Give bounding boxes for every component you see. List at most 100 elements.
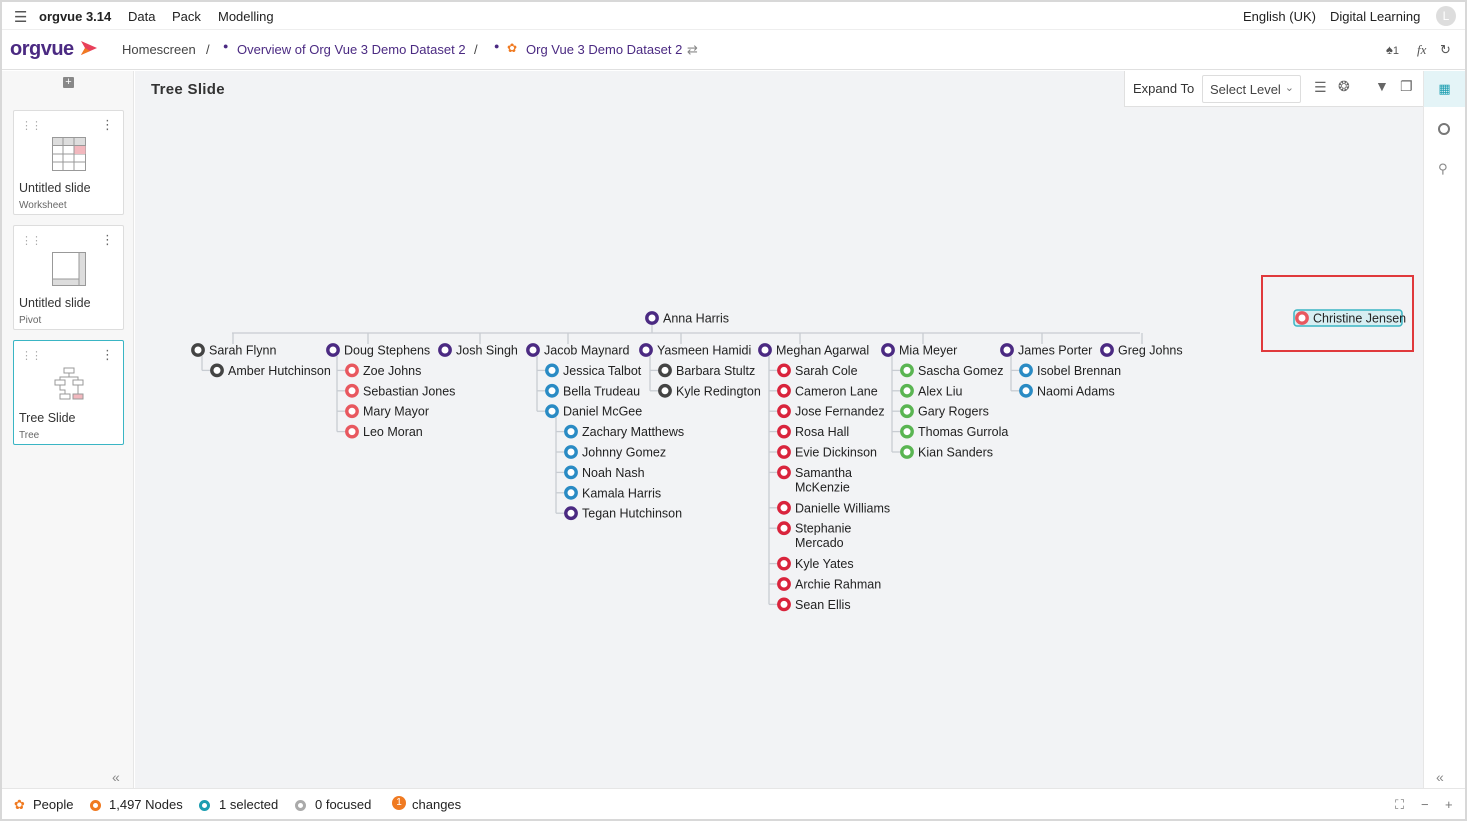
breadcrumb-overview[interactable]: Overview of Org Vue 3 Demo Dataset 2 xyxy=(237,42,466,57)
tree-node[interactable]: Jacob Maynard xyxy=(526,343,630,358)
drag-handle-icon[interactable]: ⋮⋮ xyxy=(21,350,42,362)
formula-icon[interactable]: fx xyxy=(1417,42,1427,57)
chart-panel-icon[interactable]: ▦ xyxy=(1424,71,1465,107)
sync-icon[interactable]: ⇄ xyxy=(687,42,698,57)
add-slide-icon[interactable]: + xyxy=(63,77,74,88)
tree-node[interactable]: Archie Rahman xyxy=(777,577,881,592)
tree-node[interactable]: Josh Singh xyxy=(438,343,518,358)
tree-node[interactable]: Amber Hutchinson xyxy=(210,363,331,378)
tree-node[interactable]: Kian Sanders xyxy=(900,445,993,460)
slide-card-pivot[interactable]: ⋮⋮ ⋮ Untitled slide Pivot xyxy=(13,225,124,330)
slide-card-tree[interactable]: ⋮⋮ ⋮ Tree Slide Tree xyxy=(13,340,124,445)
tree-node[interactable]: James Porter xyxy=(1000,343,1093,358)
tree-node[interactable]: Doug Stephens xyxy=(326,343,430,358)
collapse-sidebar-icon[interactable]: « xyxy=(112,769,120,785)
node-label: Thomas Gurrola xyxy=(918,425,1008,439)
circle-icon[interactable] xyxy=(1438,123,1450,135)
tree-node[interactable]: Sean Ellis xyxy=(777,597,851,612)
tree-node[interactable]: Tegan Hutchinson xyxy=(564,506,682,521)
menu-data[interactable]: Data xyxy=(128,9,156,24)
tree-node[interactable]: Daniel McGee xyxy=(545,404,642,419)
tree-node[interactable]: Isobel Brennan xyxy=(1019,363,1121,378)
people-label[interactable]: People xyxy=(33,797,74,812)
drag-handle-icon[interactable]: ⋮⋮ xyxy=(21,120,42,132)
users-icon[interactable]: ♠1 xyxy=(1386,42,1400,57)
palette-icon[interactable]: ❂ xyxy=(1338,78,1350,94)
more-options-icon[interactable]: ⋮ xyxy=(101,347,114,362)
drag-handle-icon[interactable]: ⋮⋮ xyxy=(21,235,42,247)
tree-node[interactable]: Jose Fernandez xyxy=(777,404,885,419)
tree-node[interactable]: Mia Meyer xyxy=(881,343,958,358)
node-icon xyxy=(210,363,224,378)
tree-node[interactable]: Sarah Cole xyxy=(777,363,858,378)
search-icon[interactable]: ⚲ xyxy=(1438,161,1448,176)
list-icon[interactable]: ☰ xyxy=(1314,79,1327,95)
refresh-icon[interactable]: ↻ xyxy=(1440,42,1451,57)
zoom-out-icon[interactable]: − xyxy=(1421,797,1429,812)
node-icon xyxy=(777,577,791,591)
tree-node[interactable]: Mary Mayor xyxy=(345,404,429,419)
tree-node[interactable]: Sarah Flynn xyxy=(191,343,277,358)
tree-node[interactable]: Noah Nash xyxy=(564,465,645,480)
tree-node[interactable]: Alex Liu xyxy=(900,383,963,398)
tree-node[interactable]: Greg Johns xyxy=(1100,343,1183,358)
zoom-in-icon[interactable]: + xyxy=(1445,797,1453,812)
focused-count[interactable]: 0 focused xyxy=(315,797,372,812)
tree-node[interactable]: Gary Rogers xyxy=(900,404,989,419)
tree-node[interactable]: Jessica Talbot xyxy=(545,363,642,378)
tree-node[interactable]: Meghan Agarwal xyxy=(758,343,869,358)
tree-node[interactable]: Evie Dickinson xyxy=(777,445,877,460)
tree-node[interactable]: Bella Trudeau xyxy=(545,383,640,398)
tree-node[interactable]: Danielle Williams xyxy=(777,500,890,515)
filter-icon[interactable]: ▼ xyxy=(1375,78,1389,94)
node-label: Tegan Hutchinson xyxy=(582,507,682,521)
user-avatar[interactable]: L xyxy=(1436,6,1456,26)
breadcrumb-dataset[interactable]: Org Vue 3 Demo Dataset 2 xyxy=(526,42,683,57)
tree-node[interactable]: Christine Jensen xyxy=(1293,309,1406,327)
tree-node[interactable]: Kamala Harris xyxy=(564,485,661,500)
node-label: Kyle Yates xyxy=(795,557,854,571)
tree-node[interactable]: Thomas Gurrola xyxy=(900,424,1009,439)
window-icon[interactable]: ❐ xyxy=(1400,78,1413,94)
collapse-right-icon[interactable]: « xyxy=(1436,769,1444,785)
tree-node[interactable]: Zachary Matthews xyxy=(564,424,684,439)
tree-node[interactable]: Rosa Hall xyxy=(777,424,849,439)
node-icon xyxy=(658,363,672,378)
fullscreen-icon[interactable]: ⛶ xyxy=(1395,797,1405,812)
tree-node[interactable]: Kyle Yates xyxy=(777,556,854,571)
node-label: Sarah Cole xyxy=(795,364,858,378)
hamburger-menu-icon[interactable]: ☰ xyxy=(14,9,28,26)
tree-node[interactable]: Naomi Adams xyxy=(1019,383,1115,398)
breadcrumb-home[interactable]: Homescreen xyxy=(122,42,196,57)
digital-learning-link[interactable]: Digital Learning xyxy=(1330,9,1421,24)
more-options-icon[interactable]: ⋮ xyxy=(101,117,114,132)
tree-node[interactable]: Zoe Johns xyxy=(345,363,422,378)
language-selector[interactable]: English (UK) xyxy=(1243,9,1316,24)
slide-card-worksheet[interactable]: ⋮⋮ ⋮ Untitled slide Worksheet xyxy=(13,110,124,215)
changes-label[interactable]: changes xyxy=(412,797,462,812)
people-paw-icon: ✿ xyxy=(14,797,25,812)
node-label: Sean Ellis xyxy=(795,598,851,612)
menu-pack[interactable]: Pack xyxy=(172,9,201,24)
node-label: Amber Hutchinson xyxy=(228,364,331,378)
tree-node[interactable]: Sascha Gomez xyxy=(900,363,1004,378)
menu-modelling[interactable]: Modelling xyxy=(218,9,274,24)
tree-node[interactable]: Sebastian Jones xyxy=(345,383,456,398)
tree-node[interactable]: Kyle Redington xyxy=(658,383,761,398)
tree-node[interactable]: Barbara Stultz xyxy=(658,363,755,378)
node-label: James Porter xyxy=(1018,344,1092,358)
orgvue-logo[interactable]: orgvue xyxy=(10,38,99,61)
selected-count[interactable]: 1 selected xyxy=(219,797,279,812)
tree-node[interactable]: Leo Moran xyxy=(345,424,423,439)
level-select[interactable]: Select Level ⌄ xyxy=(1202,75,1301,103)
tree-node[interactable]: Johnny Gomez xyxy=(564,445,666,460)
tree-node[interactable]: Cameron Lane xyxy=(777,383,878,398)
overview-dot-icon: ● xyxy=(223,41,229,51)
tree-node[interactable]: Anna Harris xyxy=(645,311,729,326)
more-options-icon[interactable]: ⋮ xyxy=(101,232,114,247)
tree-node[interactable]: Yasmeen Hamidi xyxy=(639,343,751,358)
breadcrumb: orgvue Homescreen / ● Overview of Org Vu… xyxy=(2,30,1465,70)
